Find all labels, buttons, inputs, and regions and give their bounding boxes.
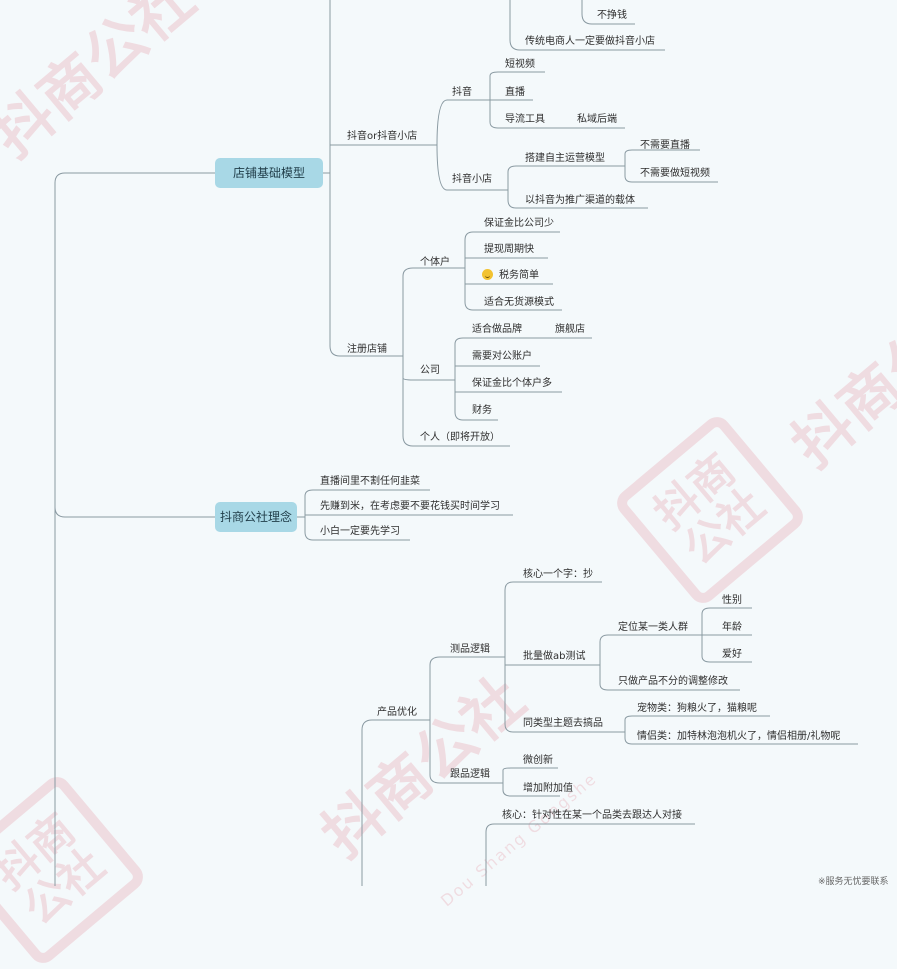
node-douyin-shop[interactable]: 抖音小店 xyxy=(452,174,492,185)
node-adjust-only[interactable]: 只做产品不分的调整修改 xyxy=(618,676,728,687)
node-less-deposit[interactable]: 保证金比公司少 xyxy=(484,218,554,229)
node-flagship[interactable]: 旗舰店 xyxy=(555,324,585,335)
node-follow-logic[interactable]: 跟品逻辑 xyxy=(450,769,490,780)
node-fast-withdraw[interactable]: 提现周期快 xyxy=(484,244,534,255)
node-core-target[interactable]: 核心：针对性在某一个品类去跟达人对接 xyxy=(502,810,682,821)
node-personal[interactable]: 个人（即将开放） xyxy=(420,432,500,443)
node-private-domain[interactable]: 私域后端 xyxy=(577,114,617,125)
node-no-live[interactable]: 不需要直播 xyxy=(640,140,690,151)
node-traditional[interactable]: 传统电商人一定要做抖音小店 xyxy=(525,36,655,47)
node-philosophy-1[interactable]: 直播间里不割任何韭菜 xyxy=(320,476,420,487)
node-carrier[interactable]: 以抖音为推广渠道的载体 xyxy=(525,195,635,206)
mindmap-connectors xyxy=(54,0,858,886)
node-selection-logic[interactable]: 测品逻辑 xyxy=(450,644,490,655)
node-individual[interactable]: 个体户 xyxy=(420,257,450,268)
node-no-short-video[interactable]: 不需要做短视频 xyxy=(640,168,710,179)
node-self-operated[interactable]: 搭建自主运营模型 xyxy=(525,153,605,164)
node-brand-fit[interactable]: 适合做品牌 xyxy=(472,324,522,335)
node-short-video[interactable]: 短视频 xyxy=(505,59,535,70)
main-node-shop-model[interactable]: 店铺基础模型 xyxy=(215,158,323,188)
node-traffic-tool[interactable]: 导流工具 xyxy=(505,114,545,125)
node-age[interactable]: 年龄 xyxy=(722,622,742,633)
smile-emoji-icon xyxy=(482,269,493,280)
node-douyin[interactable]: 抖音 xyxy=(452,87,472,98)
node-simple-tax[interactable]: 税务简单 xyxy=(482,269,539,282)
node-company[interactable]: 公司 xyxy=(420,365,440,376)
node-philosophy-3[interactable]: 小白一定要先学习 xyxy=(320,526,400,537)
corner-note: ※服务无忧要联系 xyxy=(818,877,889,887)
node-hobby[interactable]: 爱好 xyxy=(722,649,742,660)
node-register[interactable]: 注册店铺 xyxy=(347,344,387,355)
node-live[interactable]: 直播 xyxy=(505,87,525,98)
node-micro-innovation[interactable]: 微创新 xyxy=(523,755,553,766)
main-node-philosophy[interactable]: 抖商公社理念 xyxy=(215,502,297,532)
node-same-theme[interactable]: 同类型主题去搞品 xyxy=(523,718,603,729)
node-philosophy-2[interactable]: 先赚到米，在考虑要不要花钱买时间学习 xyxy=(320,501,500,512)
node-no-stock[interactable]: 适合无货源模式 xyxy=(484,297,554,308)
node-couple[interactable]: 情侣类：加特林泡泡机火了，情侣相册/礼物呢 xyxy=(637,731,841,742)
node-add-value[interactable]: 增加附加值 xyxy=(523,783,573,794)
node-more-deposit[interactable]: 保证金比个体户多 xyxy=(472,378,552,389)
node-public-account[interactable]: 需要对公账户 xyxy=(472,351,532,362)
node-core-word[interactable]: 核心一个字：抄 xyxy=(523,569,593,580)
node-not-earn[interactable]: 不挣钱 xyxy=(597,10,627,21)
node-pet[interactable]: 宠物类：狗粮火了，猫粮呢 xyxy=(637,703,757,714)
node-douyin-or-shop[interactable]: 抖音or抖音小店 xyxy=(347,131,418,142)
node-gender[interactable]: 性别 xyxy=(722,595,742,606)
node-target-group[interactable]: 定位某一类人群 xyxy=(618,622,688,633)
node-batch-ab[interactable]: 批量做ab测试 xyxy=(523,651,586,662)
node-finance[interactable]: 财务 xyxy=(472,405,492,416)
node-product[interactable]: 产品优化 xyxy=(377,707,417,718)
